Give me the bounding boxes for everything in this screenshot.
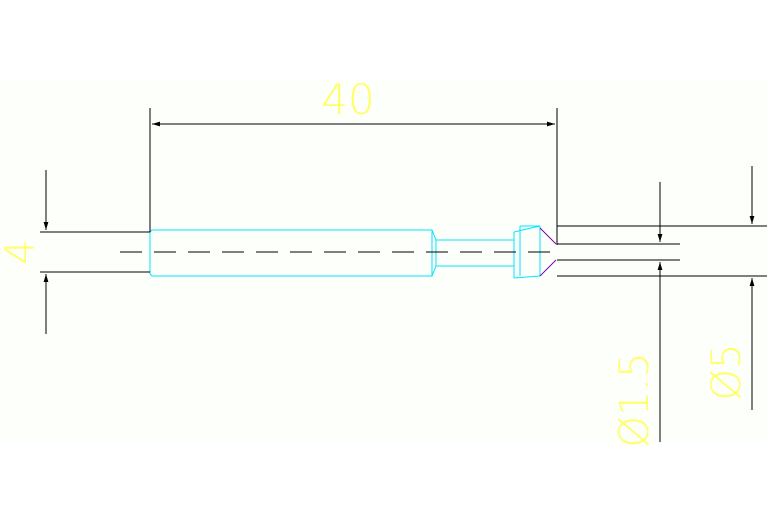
height-dimension-label: 4 xyxy=(0,239,44,264)
large-diameter-label: Ø5 xyxy=(704,344,750,401)
countersink xyxy=(539,227,557,277)
drawing-paper xyxy=(0,80,767,443)
length-dimension-label: 40 xyxy=(321,75,374,124)
extension-lines xyxy=(40,108,767,277)
part-outline xyxy=(149,225,541,279)
small-diameter-label: Ø1.5 xyxy=(612,352,658,447)
